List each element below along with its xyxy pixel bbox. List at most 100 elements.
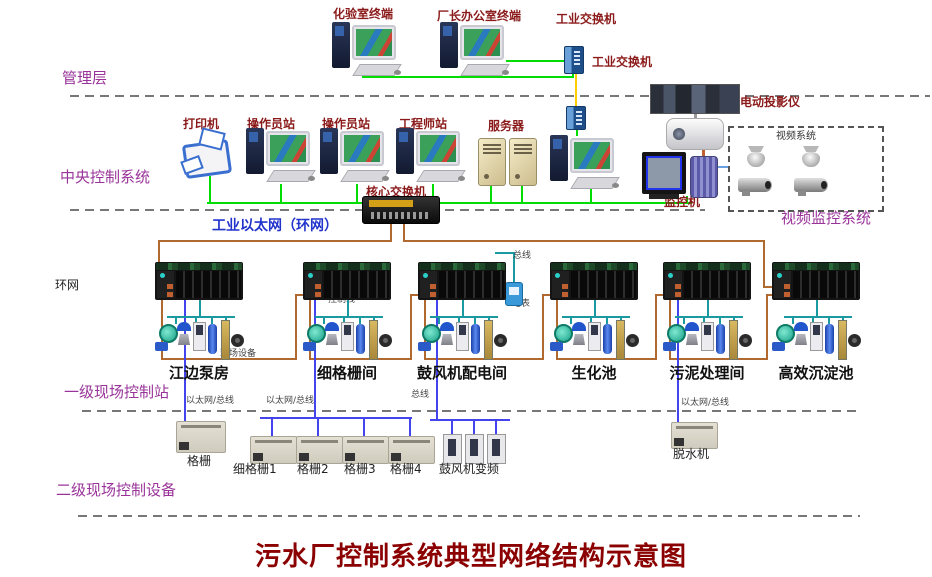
rack-top-strip [156, 263, 242, 270]
layer-label-central: 中央控制系统 [60, 168, 151, 186]
control-line [683, 318, 685, 324]
green-line [506, 60, 566, 62]
rack-slots [439, 271, 504, 298]
transmitter-base [155, 342, 168, 351]
industrial-switch-label-side: 工业交换机 [592, 55, 653, 69]
rack-port [167, 284, 173, 289]
rack-top-strip [664, 263, 750, 270]
control-line [438, 318, 440, 324]
projector-link-line [702, 150, 705, 158]
grille4-controller [388, 436, 435, 464]
layer-label-video: 视频监控系统 [781, 209, 872, 227]
pc-mouse [458, 176, 465, 181]
rack-cpu [157, 271, 174, 298]
bus-line [473, 421, 475, 434]
dehydrator-label: 脱水机 [673, 447, 710, 461]
io-strip-icon [369, 320, 378, 360]
plc-station: 污泥处理间 [663, 262, 752, 386]
bus-line [495, 421, 497, 434]
io-strip-icon [838, 320, 847, 360]
video-box-label: 视频系统 [776, 131, 816, 142]
bus-line [430, 419, 510, 421]
pc-mouse [612, 183, 619, 188]
core-switch-label: 核心交换机 [366, 185, 427, 199]
server-tower-2 [509, 138, 537, 186]
motor-icon [379, 334, 392, 347]
green-line [686, 196, 688, 203]
operator2-computer [320, 126, 390, 190]
grille2-label: 格栅2 [297, 462, 329, 476]
transmitter-base [663, 342, 676, 351]
bus-line [677, 300, 679, 423]
station-label: 江边泵房 [168, 364, 230, 382]
valve-body [441, 334, 453, 345]
server-tower-1 [478, 138, 506, 186]
rack-slots [324, 271, 389, 298]
rack-slots [684, 271, 749, 298]
industrial-switch-lower [566, 106, 586, 130]
valve-icon [572, 322, 586, 331]
bus-line [436, 300, 438, 420]
plc-rack [772, 262, 860, 300]
ring-line [542, 294, 544, 360]
transmitter-base [303, 342, 316, 351]
transmitter-icon [554, 324, 573, 343]
eth-bus-label-1: 以太网/总线 [186, 396, 235, 406]
valve-body [795, 334, 807, 345]
transmitter-base [550, 342, 563, 351]
monitor-base [649, 194, 679, 199]
field-devices-label: 现场设备 [220, 349, 257, 359]
grille4-label: 格栅4 [390, 462, 422, 476]
pc-mouse [394, 70, 401, 75]
drive-icon [456, 322, 469, 351]
layer-label-level2: 二级现场控制设备 [56, 481, 177, 499]
control-line [828, 318, 830, 324]
grille-controller [176, 421, 226, 453]
green-line [572, 70, 574, 78]
actuator-icon [716, 324, 725, 354]
green-bus [207, 202, 692, 204]
video-link-line [716, 166, 730, 168]
plc-station: 高效沉淀池 [772, 262, 861, 386]
station-label: 生化池 [571, 364, 617, 382]
motor-icon [494, 334, 507, 347]
lab-terminal-label: 化验室终端 [333, 7, 394, 21]
pc-monitor [340, 131, 384, 166]
rack-port [430, 292, 436, 297]
grille-label: 格栅 [187, 454, 212, 468]
station-label: 污泥处理间 [669, 364, 745, 382]
pc-tower [440, 22, 458, 68]
transmitter-base [418, 342, 431, 351]
separator-management [70, 95, 930, 97]
control-line [590, 318, 592, 324]
dome-camera-icon [797, 146, 825, 170]
eth-bus-label-3: 以太网/总线 [681, 398, 730, 408]
rack-cpu [665, 271, 682, 298]
plc-rack [155, 262, 243, 300]
director-terminal-computer [440, 20, 510, 84]
rack-cpu [774, 271, 791, 298]
pc-monitor [570, 138, 614, 173]
projector-device [666, 118, 724, 150]
control-line [675, 316, 743, 318]
green-line [362, 76, 574, 78]
blower-vfd-unit [487, 434, 506, 464]
fine-grille1-controller [250, 436, 297, 464]
rack-cpu [305, 271, 322, 298]
rack-port [675, 292, 681, 297]
pc-tower [320, 128, 338, 174]
ring-line [295, 294, 297, 360]
transmitter-icon [307, 324, 326, 343]
yellow-uplink-line [575, 72, 577, 106]
control-line [458, 318, 460, 324]
bus-line [409, 419, 411, 436]
control-line [812, 318, 814, 324]
pc-tower [550, 135, 568, 181]
rack-port [562, 292, 568, 297]
ring-line [158, 240, 392, 242]
plc-rack [303, 262, 391, 300]
control-line [211, 318, 213, 324]
blower-vfd-unit [465, 434, 484, 464]
control-line [430, 316, 498, 318]
